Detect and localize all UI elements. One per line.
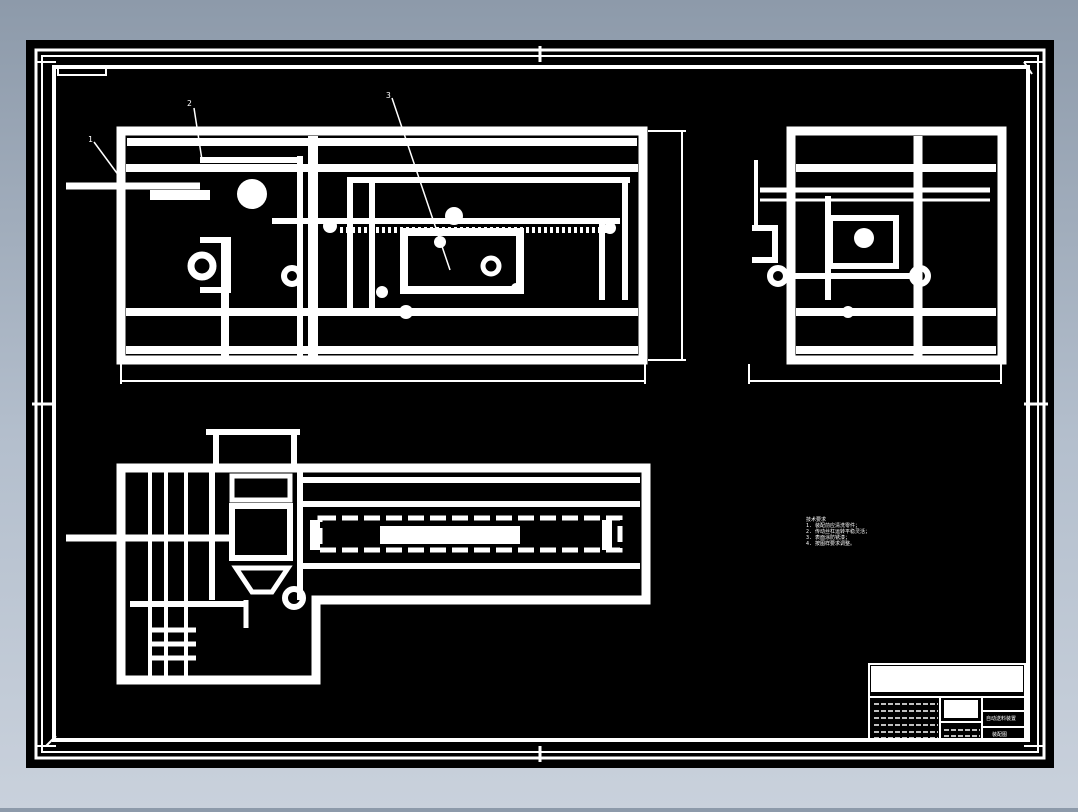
- drawing-border: [32, 46, 1048, 762]
- side-view: [748, 126, 1007, 384]
- title-block: [868, 663, 1026, 742]
- front-view: [66, 97, 686, 384]
- balloon-1: 1: [88, 135, 93, 144]
- requirements-heading: 技术要求: [806, 516, 826, 523]
- drawing-paper: [26, 40, 1054, 768]
- requirement-line-1: 1. 装配前应清洗零件；: [806, 522, 860, 529]
- title-block-title: 自动送料装置: [986, 715, 1016, 722]
- requirement-line-2: 2. 传动丝杠运转平稳灵活；: [806, 528, 870, 535]
- title-block-drawing-number: 装配图: [992, 731, 1007, 738]
- requirement-line-4: 4. 按图样要求调整。: [806, 540, 855, 547]
- technical-requirements: 技术要求 1. 装配前应清洗零件； 2. 传动丝杠运转平稳灵活； 3. 表面涂防…: [806, 516, 870, 547]
- balloon-2: 2: [187, 99, 192, 108]
- top-view: [66, 429, 651, 685]
- balloon-3: 3: [386, 91, 391, 100]
- requirement-line-3: 3. 表面涂防锈漆；: [806, 534, 850, 541]
